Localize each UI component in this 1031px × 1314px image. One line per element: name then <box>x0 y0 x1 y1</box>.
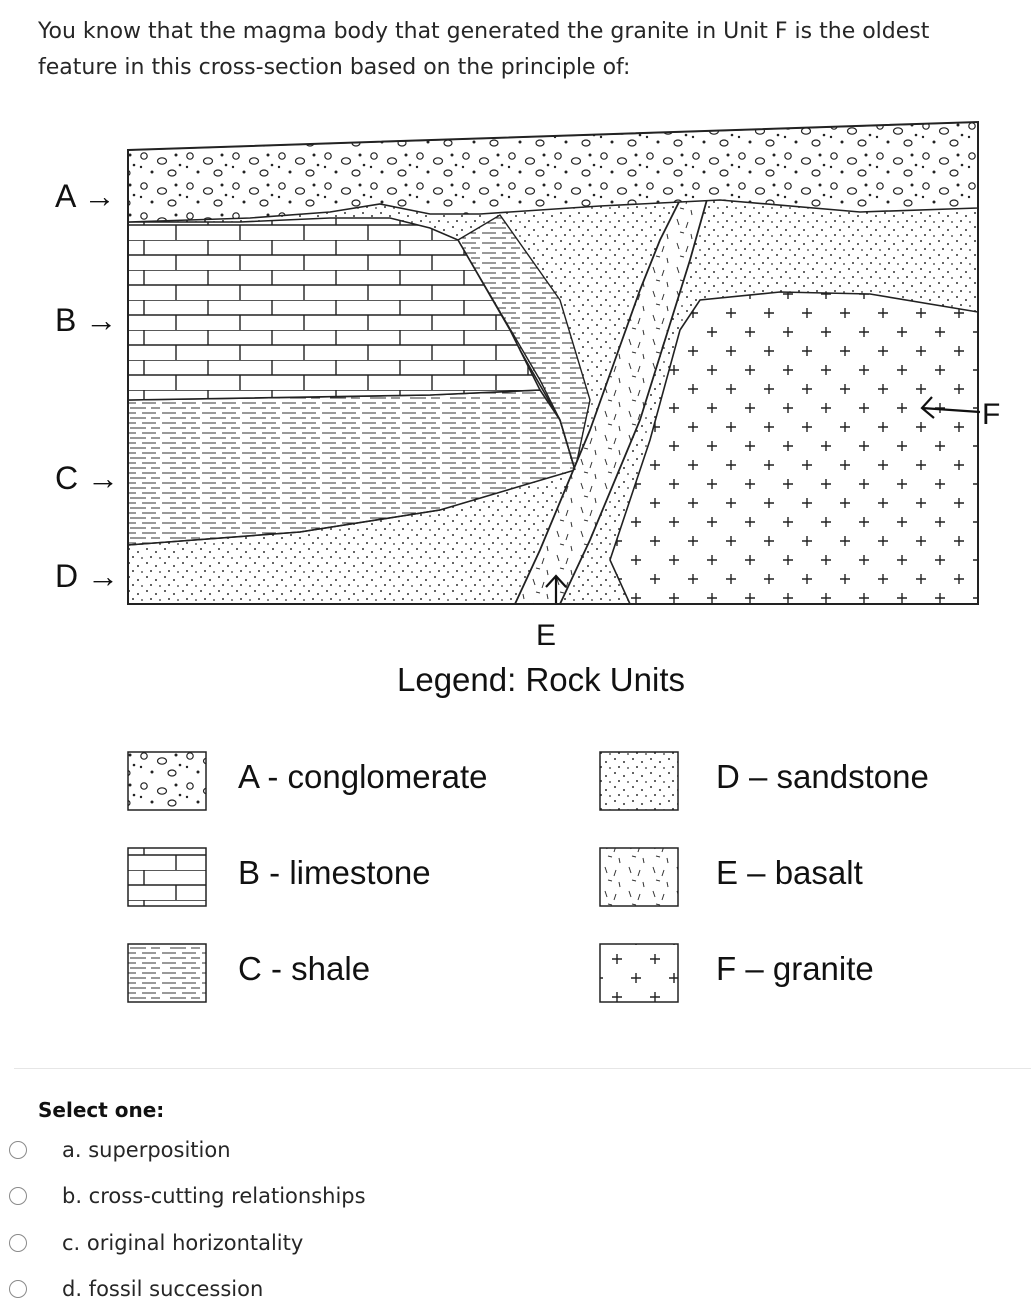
legend-label-sandstone: D – sandstone <box>716 758 929 795</box>
unit-b-limestone <box>128 217 542 401</box>
option-c-label[interactable]: c. original horizontality <box>62 1231 304 1255</box>
section-divider <box>14 1068 1031 1069</box>
label-f-arrow-icon <box>920 396 981 419</box>
label-c-arrow: C → <box>55 460 119 496</box>
label-f: F <box>982 398 1000 431</box>
option-b[interactable]: b. cross-cutting relationships <box>0 1180 420 1216</box>
unit-c-shale-wedge <box>457 214 591 471</box>
option-b-label[interactable]: b. cross-cutting relationships <box>62 1184 366 1208</box>
label-e: E <box>536 619 556 652</box>
cross-section <box>128 122 978 604</box>
radio-button-icon[interactable] <box>9 1141 27 1159</box>
legend-label-basalt: E – basalt <box>716 854 863 891</box>
legend-swatch-conglomerate <box>127 751 207 811</box>
unit-e-basalt-dike <box>513 194 710 604</box>
legend-label-granite: F – granite <box>716 950 874 987</box>
legend-swatch-granite <box>599 943 679 1003</box>
option-a-label[interactable]: a. superposition <box>62 1138 231 1162</box>
radio-button-icon[interactable] <box>9 1187 27 1205</box>
label-e-arrow-icon <box>545 574 567 603</box>
legend-swatch-limestone <box>127 847 207 907</box>
legend-title: Legend: Rock Units <box>397 661 685 698</box>
legend-swatch-sandstone <box>599 751 679 811</box>
unit-f-granite <box>609 291 978 604</box>
legend-label-limestone: B - limestone <box>238 854 431 891</box>
legend: A - conglomerate B - limestone C - shale… <box>127 751 929 1003</box>
question-text: You know that the magma body that genera… <box>38 19 930 80</box>
label-b-arrow: B → <box>55 302 117 338</box>
option-a[interactable]: a. superposition <box>0 1134 420 1170</box>
cross-section-figure: A → B → C → D → E F Legend: Rock Units A… <box>55 120 1000 1003</box>
label-d-arrow: D → <box>55 558 119 594</box>
unit-a-conglomerate <box>128 122 978 223</box>
legend-swatch-shale <box>127 943 207 1003</box>
option-d-label[interactable]: d. fossil succession <box>62 1277 264 1301</box>
legend-swatch-basalt <box>599 847 679 907</box>
option-d[interactable]: d. fossil succession <box>0 1273 420 1309</box>
option-c[interactable]: c. original horizontality <box>0 1227 420 1263</box>
label-a-arrow: A → <box>55 178 115 214</box>
legend-label-conglomerate: A - conglomerate <box>238 758 487 795</box>
legend-label-shale: C - shale <box>238 950 370 987</box>
radio-button-icon[interactable] <box>9 1234 27 1252</box>
select-one-label: Select one: <box>38 1098 165 1122</box>
radio-button-icon[interactable] <box>9 1280 27 1298</box>
